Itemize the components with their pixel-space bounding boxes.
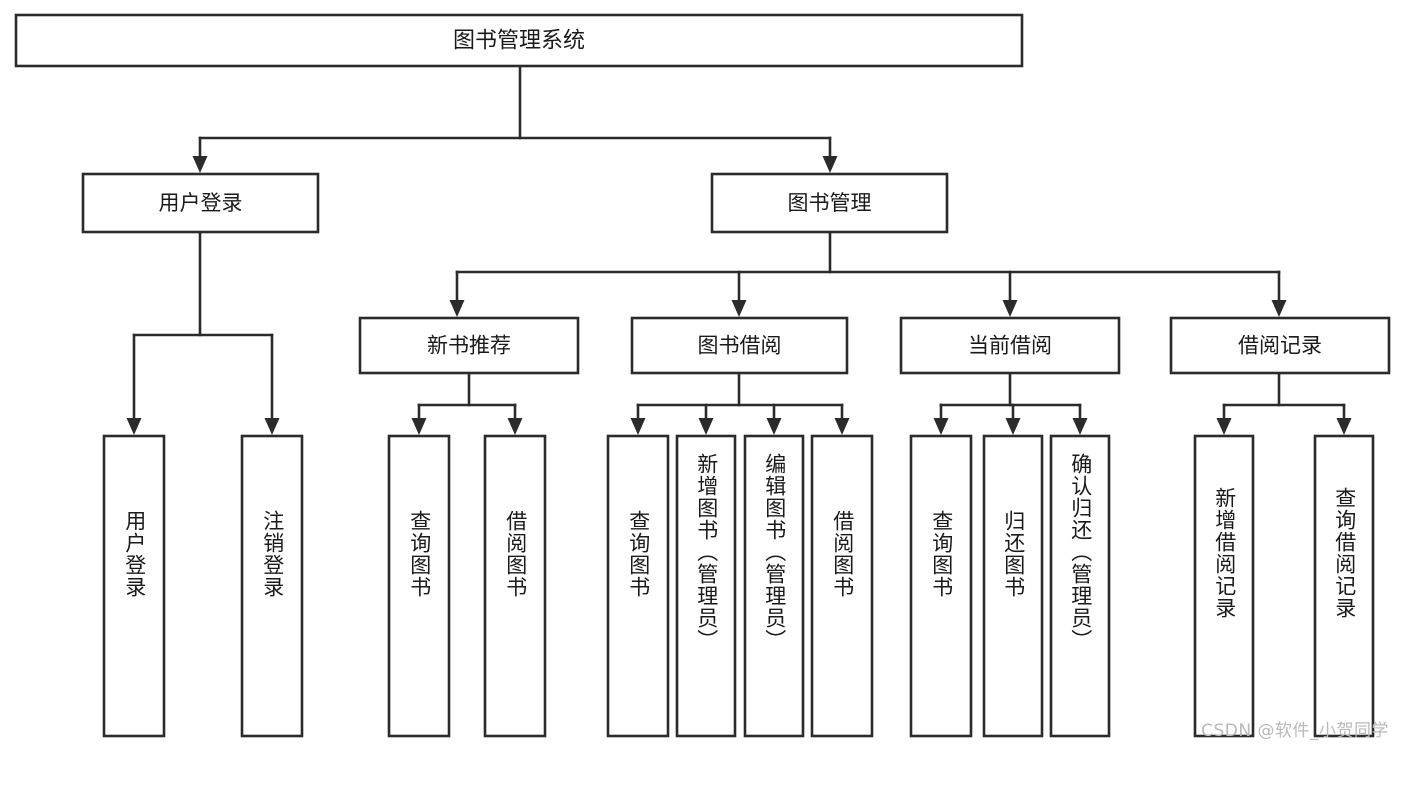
leaf-box-0[interactable] bbox=[102, 434, 166, 738]
arrow-head bbox=[192, 156, 208, 173]
level3-box-1[interactable] bbox=[630, 316, 849, 375]
arrow-head bbox=[766, 418, 782, 435]
level2-box-1[interactable] bbox=[710, 172, 949, 234]
connector-login_to_leaves bbox=[126, 230, 280, 435]
level3-label-0: 新书推荐 bbox=[427, 334, 511, 358]
arrow-head bbox=[822, 156, 838, 173]
connector-layer bbox=[126, 64, 1352, 435]
root-label-0: 图书管理系统 bbox=[453, 29, 585, 54]
arrow-head bbox=[1216, 418, 1232, 435]
leaf-box-11[interactable] bbox=[1193, 434, 1255, 738]
arrow-head bbox=[264, 418, 280, 435]
leaf-box-12[interactable] bbox=[1313, 434, 1375, 738]
arrow-head bbox=[1002, 300, 1018, 317]
leaf-box-5[interactable] bbox=[675, 434, 737, 738]
arrow-head bbox=[449, 300, 465, 317]
leaf-box-4[interactable] bbox=[606, 434, 670, 738]
leaf-box-9[interactable] bbox=[982, 434, 1044, 738]
leaf-box-6[interactable] bbox=[743, 434, 805, 738]
level3-label-1: 图书借阅 bbox=[698, 334, 782, 358]
level3-label-2: 当前借阅 bbox=[968, 334, 1052, 358]
arrow-head bbox=[731, 300, 747, 317]
arrow-head bbox=[1005, 418, 1021, 435]
arrow-head bbox=[1271, 300, 1287, 317]
arrow-head bbox=[1072, 418, 1088, 435]
leaf-box-1[interactable] bbox=[240, 434, 304, 738]
csdn-watermark: CSDN @软件_小贺同学 bbox=[1201, 721, 1389, 741]
level2-label-1: 图书管理 bbox=[788, 191, 872, 215]
level3-box-3[interactable] bbox=[1169, 316, 1391, 375]
connector-record_to_leaves bbox=[1216, 371, 1352, 435]
level3-box-0[interactable] bbox=[358, 316, 580, 375]
root-box-0[interactable] bbox=[14, 13, 1024, 68]
arrow-head bbox=[411, 418, 427, 435]
leaf-box-2[interactable] bbox=[387, 434, 451, 738]
arrow-head bbox=[834, 418, 850, 435]
connector-books_to_level3 bbox=[449, 230, 1287, 317]
arrow-head bbox=[933, 418, 949, 435]
leaf-box-10[interactable] bbox=[1049, 434, 1111, 738]
connector-current_to_leaves bbox=[933, 371, 1088, 435]
level2-label-0: 用户登录 bbox=[159, 191, 243, 215]
level3-label-3: 借阅记录 bbox=[1238, 334, 1322, 358]
connector-root_to_level2 bbox=[192, 64, 838, 173]
diagram-root: 图书管理系统用户登录图书管理新书推荐图书借阅当前借阅借阅记录 用户登录注销登录查… bbox=[14, 13, 1391, 741]
arrow-head bbox=[126, 418, 142, 435]
connector-newbook_to_leaves bbox=[411, 371, 523, 435]
leaf-box-3[interactable] bbox=[483, 434, 547, 738]
level3-box-2[interactable] bbox=[899, 316, 1121, 375]
arrow-head bbox=[698, 418, 714, 435]
level2-box-0[interactable] bbox=[81, 172, 320, 234]
arrow-head bbox=[630, 418, 646, 435]
leaf-box-8[interactable] bbox=[909, 434, 973, 738]
leaf-box-7[interactable] bbox=[810, 434, 874, 738]
node-box-layer bbox=[14, 13, 1391, 738]
arrow-head bbox=[507, 418, 523, 435]
connector-borrow_to_leaves bbox=[630, 371, 850, 435]
arrow-head bbox=[1336, 418, 1352, 435]
